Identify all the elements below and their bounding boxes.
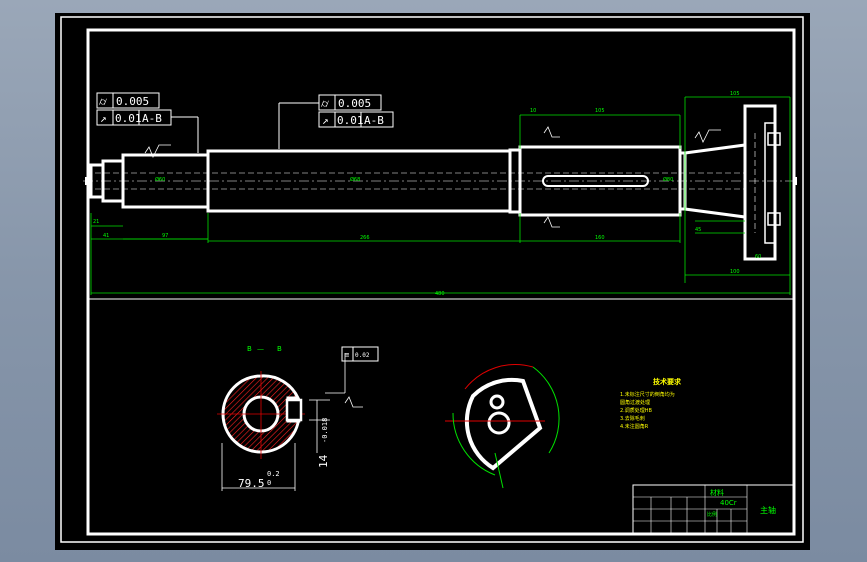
shaft-profile: [89, 104, 777, 261]
tolerance-value: 0.005: [338, 97, 371, 110]
dim-i: 100: [730, 269, 740, 275]
svg-text:3.去除毛刺: 3.去除毛刺: [620, 415, 645, 422]
keyway-slot: [542, 175, 649, 187]
tolerance-value: 0.005: [116, 95, 149, 108]
svg-text:40Cr: 40Cr: [720, 499, 737, 507]
svg-text:4.未注圆角R: 4.未注圆角R: [620, 423, 649, 430]
dim-g: 10: [530, 108, 536, 114]
svg-text:1.未标注尺寸的倒角均为: 1.未标注尺寸的倒角均为: [620, 391, 675, 398]
svg-text:—: —: [257, 345, 264, 353]
section-label: B — B: [247, 345, 282, 353]
tolerance-frame-2[interactable]: ⌭ 0.005 ↗ 0.01 A-B: [278, 94, 394, 149]
svg-text:B: B: [277, 345, 282, 353]
runout-value: 0.01: [115, 112, 142, 125]
svg-text:B: B: [247, 345, 252, 353]
dim-k: 45: [695, 227, 701, 233]
svg-text:0.02: 0.02: [355, 352, 370, 359]
flange-details: [764, 122, 781, 244]
svg-text:比例: 比例: [707, 511, 717, 518]
dim-m: Ø68: [350, 176, 360, 183]
svg-text:0.2: 0.2: [267, 470, 280, 478]
dim-h: 105: [730, 91, 740, 97]
datum-ref: A-B: [364, 114, 384, 127]
roughness-marks: [144, 126, 721, 228]
cylindricity-icon: ⌭: [99, 95, 107, 108]
dim-f: 105: [595, 108, 605, 114]
svg-text:材料: 材料: [710, 488, 724, 497]
svg-text:主轴: 主轴: [760, 505, 776, 515]
title-block: 材料 40Cr 主轴 比例: [632, 484, 795, 535]
outer-frame: [60, 16, 804, 543]
dim-j: 60: [755, 254, 761, 260]
svg-text:圆角过渡处理: 圆角过渡处理: [620, 399, 650, 406]
inner-frame: [86, 28, 796, 536]
dim-e: 160: [595, 235, 605, 241]
runout-icon: ↗: [322, 114, 329, 127]
dim-b: 21: [93, 219, 99, 225]
dim-c: 97: [162, 233, 168, 239]
svg-text:0: 0: [267, 479, 271, 487]
tolerance-frame-1[interactable]: ⌭ 0.005 ↗ 0.01 A-B: [96, 92, 199, 153]
svg-text:技术要求: 技术要求: [653, 377, 682, 386]
technical-requirements: 技术要求 1.未标注尺寸的倒角均为 圆角过渡处理 2.调质处理HB 3.去除毛刺…: [620, 377, 682, 430]
flatness-icon: ≡: [345, 351, 349, 359]
dim-overall: 480: [435, 291, 445, 297]
dimension-lines: [90, 96, 791, 295]
drawing-canvas[interactable]: 41 21 97 266 160 105 10 105 100 60 45 Ø6…: [55, 13, 810, 550]
runout-value: 0.01: [337, 114, 364, 127]
detail-view: [445, 364, 560, 489]
section-diameter-text: 79.5: [238, 477, 265, 490]
svg-text:-0.018: -0.018: [321, 418, 329, 443]
dim-n: Ø80: [663, 176, 673, 183]
dim-d: 266: [360, 235, 370, 241]
keyway-width-text: 14: [317, 454, 330, 468]
cylindricity-icon: ⌭: [321, 97, 329, 110]
section-view: 79.5 0.2 0 14 -0.018 ≡ 0.02: [217, 346, 379, 491]
dim-a: 41: [103, 233, 109, 239]
dim-l: Ø60: [155, 176, 165, 183]
cad-drawing-viewport[interactable]: 41 21 97 266 160 105 10 105 100 60 45 Ø6…: [55, 13, 810, 550]
frame-markers: [85, 177, 797, 185]
svg-text:2.调质处理HB: 2.调质处理HB: [620, 407, 653, 414]
datum-ref: A-B: [142, 112, 162, 125]
dimension-texts: 41 21 97 266 160 105 10 105 100 60 45 Ø6…: [93, 91, 761, 297]
runout-icon: ↗: [100, 112, 107, 125]
